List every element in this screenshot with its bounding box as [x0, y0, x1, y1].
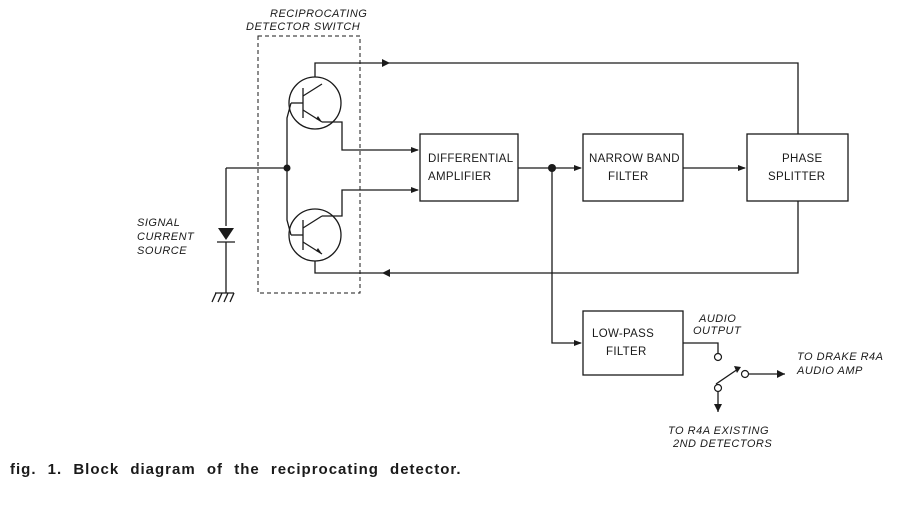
source-label-line1: SIGNAL: [137, 217, 180, 229]
figure-caption: fig. 1. Block diagram of the reciprocati…: [10, 461, 462, 478]
drake-label-line1: TO DRAKE R4A: [797, 351, 884, 363]
audio-output-terminal: [713, 352, 723, 362]
upper-transistor: [288, 76, 342, 130]
switch-label-line2: DETECTOR SWITCH: [246, 21, 360, 33]
lpf-label-line1: LOW-PASS: [592, 328, 654, 340]
source-label-line3: SOURCE: [137, 245, 187, 257]
lower-transistor: [288, 208, 342, 262]
source-label-line2: CURRENT: [137, 231, 195, 243]
selector-switch: [713, 366, 785, 412]
ground-symbol: [211, 292, 235, 303]
r4a-label-line2: 2ND DETECTORS: [672, 438, 772, 450]
phase-label-line1: PHASE: [782, 153, 823, 165]
nbf-label-line2: FILTER: [608, 171, 649, 183]
phase-label-line2: SPLITTER: [768, 171, 825, 183]
switch-enclosure: [257, 35, 361, 294]
drake-label-line2: AUDIO AMP: [796, 365, 863, 377]
switch-label-line1: RECIPROCATING: [270, 8, 367, 20]
diode-symbol: [217, 168, 235, 293]
nbf-label-line1: NARROW BAND: [589, 153, 680, 165]
audio-output-label-line1: AUDIO: [698, 313, 736, 325]
feedback-arrow-lower: [382, 269, 390, 277]
low-pass-filter-block: [582, 310, 684, 376]
r4a-label-line1: TO R4A EXISTING: [668, 425, 769, 437]
diff-amp-label-line1: DIFFERENTIAL: [428, 153, 514, 165]
diff-amp-label-line2: AMPLIFIER: [428, 171, 491, 183]
lpf-label-line2: FILTER: [606, 346, 647, 358]
differential-amplifier-block: [419, 133, 519, 202]
audio-output-label-line2: OUTPUT: [693, 325, 742, 337]
feedback-arrow-upper: [382, 59, 390, 67]
phase-splitter-block: [746, 133, 849, 202]
narrow-band-filter-block: [582, 133, 684, 202]
